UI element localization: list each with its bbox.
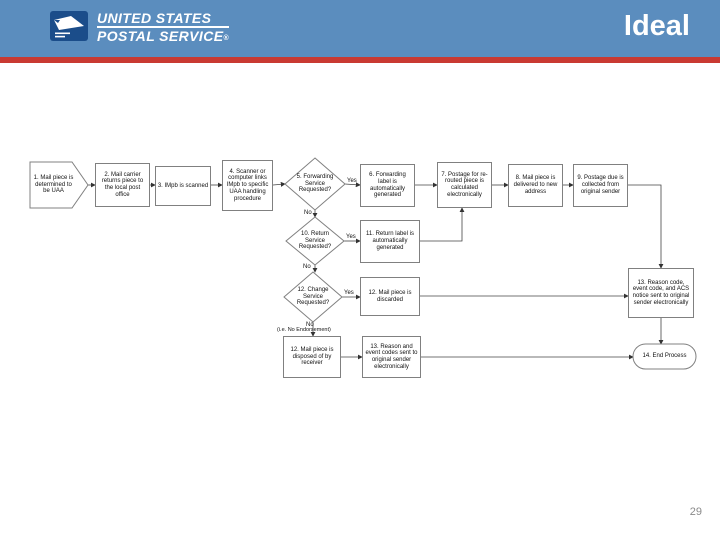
flow-node-n15: 13. Reason and event codes sent to origi… [362, 336, 421, 378]
edge-label-5: No [303, 264, 311, 270]
flow-shape-n5 [284, 157, 346, 211]
flow-edge-4 [272, 181, 286, 187]
flow-shape-n1 [29, 161, 89, 209]
header: UNITED STATES POSTAL SERVICE® Ideal [0, 0, 720, 57]
logo-line2: POSTAL SERVICE® [97, 29, 229, 43]
usps-logo: UNITED STATES POSTAL SERVICE® [50, 11, 230, 43]
edge-label-3: Yes [344, 290, 354, 296]
logo-line1: UNITED STATES [97, 11, 230, 28]
flow-node-n12: 12. Change Service Requested? [296, 286, 330, 307]
flow-edge-5 [344, 182, 361, 188]
flow-node-n2: 2. Mail carrier returns piece to the loc… [95, 163, 150, 207]
edge-label-1: Yes [347, 178, 357, 184]
flow-node-n8: 8. Mail piece is delivered to new addres… [508, 164, 563, 207]
flow-node-n1: 1. Mail piece is determined to be UAA [33, 174, 74, 195]
flow-node-n16: 13. Reason code, event code, and ACS not… [628, 268, 694, 318]
flow-node-n7: 7. Postage for re-routed piece is calcul… [437, 162, 492, 208]
flow-node-n10: 10. Return Service Requested? [298, 230, 332, 251]
flow-node-n6: 6. Forwarding label is automatically gen… [360, 164, 415, 207]
flow-edge-9 [628, 184, 664, 269]
flow-shape-n10 [285, 216, 345, 266]
red-stripe-divider [0, 57, 720, 63]
edge-note: (i.e. No Endorsement) [277, 327, 331, 333]
flow-shape-n17 [632, 343, 697, 370]
usps-logo-text: UNITED STATES POSTAL SERVICE® [97, 11, 230, 43]
flow-node-n17: 14. End Process [642, 353, 687, 360]
page-number: 29 [689, 506, 702, 518]
flow-node-n11: 11. Return label is automatically genera… [360, 220, 420, 263]
flow-shape-n12 [283, 271, 343, 323]
flow-edge-12 [420, 207, 465, 242]
flow-node-n5: 5. Forwarding Service Requested? [296, 173, 334, 194]
flow-node-n3: 3. IMpb is scanned [155, 166, 211, 206]
edge-label-2: Yes [346, 234, 356, 240]
flow-node-n14: 12. Mail piece is disposed of by receive… [283, 336, 341, 378]
usps-eagle-icon [50, 11, 88, 41]
edge-label-4: No [304, 210, 312, 216]
edge-label-6: No [306, 322, 314, 328]
flow-node-n9: 9. Postage due is collected from origina… [573, 164, 628, 207]
page-title: Ideal [623, 10, 690, 42]
registered-mark: ® [223, 35, 230, 42]
flow-node-n4: 4. Scanner or computer links IMpb to spe… [222, 160, 273, 211]
flow-node-n13: 12. Mail piece is discarded [360, 277, 420, 316]
logo-line2-text: POSTAL SERVICE [97, 28, 224, 44]
